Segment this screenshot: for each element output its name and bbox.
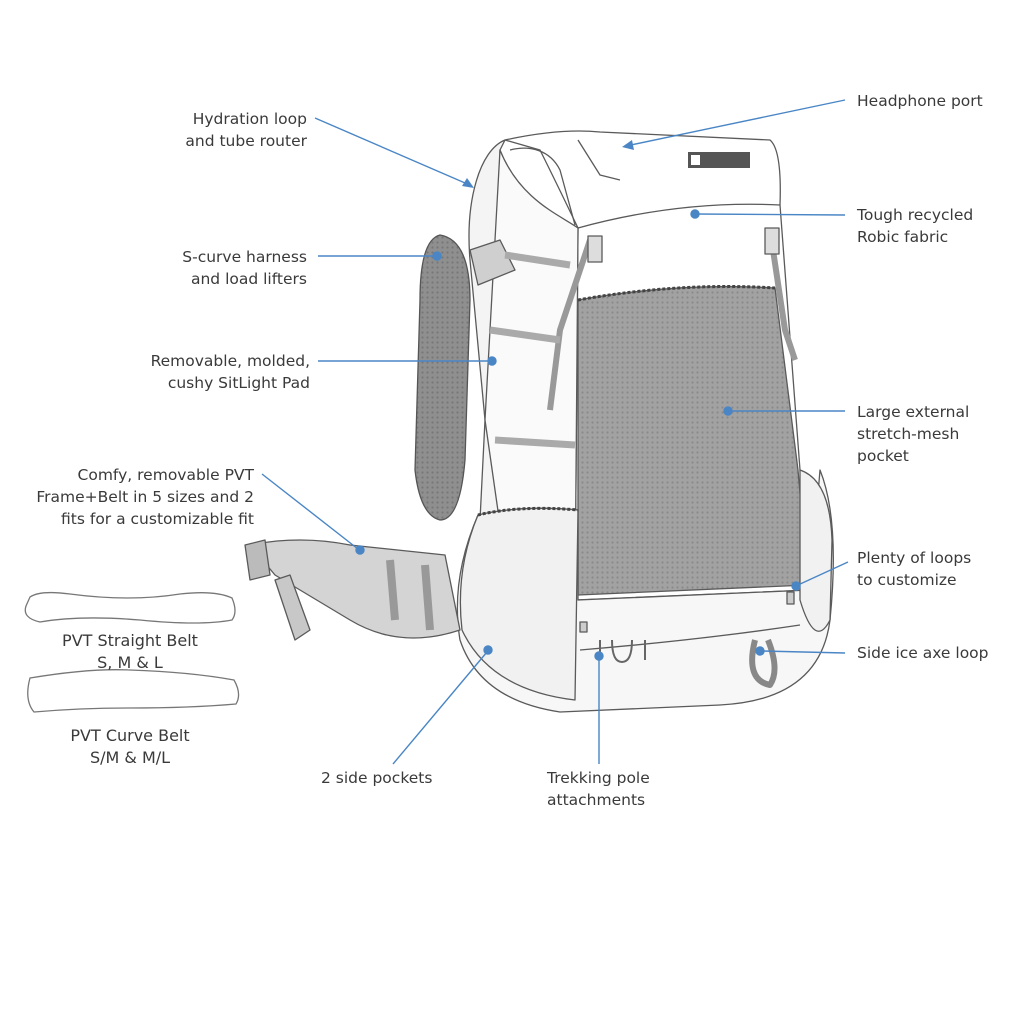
callout-headphone: Headphone port	[857, 92, 983, 110]
callout-harness: S-curve harness and load lifters	[182, 248, 307, 288]
callout-loops: Plenty of loops to customize	[857, 549, 972, 589]
belt-curve-caption: PVT Curve Belt S/M & M/L	[70, 726, 190, 767]
headphone-port-zipper	[577, 139, 621, 181]
logo-patch	[688, 152, 750, 168]
callout-trekking: Trekking pole attachments	[547, 769, 650, 809]
callout-mesh: Large external stretch-mesh pocket	[857, 403, 970, 465]
load-lifter-strap	[469, 239, 516, 286]
callout-frame: Comfy, removable PVT Frame+Belt in 5 siz…	[36, 466, 254, 528]
side-pocket-right	[799, 469, 833, 632]
harness-callout-line	[318, 251, 442, 261]
hip-belt-buckle	[244, 539, 271, 581]
loops-callout-line	[791, 561, 849, 591]
frame-callout-line	[261, 473, 365, 555]
belt-straight-caption: PVT Straight Belt S, M & L	[62, 631, 198, 672]
hydration-callout-line	[314, 117, 474, 188]
sidepockets-callout-line	[392, 645, 493, 765]
trekking-callout-line	[594, 651, 604, 764]
hip-belt	[249, 539, 461, 639]
belt-strap-tail	[274, 574, 311, 641]
backpack-illustration	[244, 130, 834, 713]
callout-iceaxe: Side ice axe loop	[857, 644, 989, 662]
callout-sidepockets: 2 side pockets	[321, 769, 433, 787]
sitlight-callout-line	[318, 356, 497, 366]
mesh-callout-line	[723, 406, 845, 416]
callout-hydration: Hydration loop and tube router	[185, 110, 307, 150]
callout-lines	[261, 99, 849, 765]
pvt-straight-belt-shape	[24, 591, 236, 624]
shoulder-strap	[414, 234, 471, 521]
callout-robic: Tough recycled Robic fabric	[857, 206, 974, 246]
robic-callout-line	[690, 209, 846, 219]
callout-sitlight: Removable, molded, cushy SitLight Pad	[150, 352, 310, 392]
mesh-pocket	[577, 285, 809, 596]
ice-axe-loop-shape	[749, 638, 778, 688]
pvt-curve-belt-shape	[27, 669, 240, 713]
headphone-callout-line	[622, 99, 846, 150]
iceaxe-callout-line	[755, 646, 846, 656]
